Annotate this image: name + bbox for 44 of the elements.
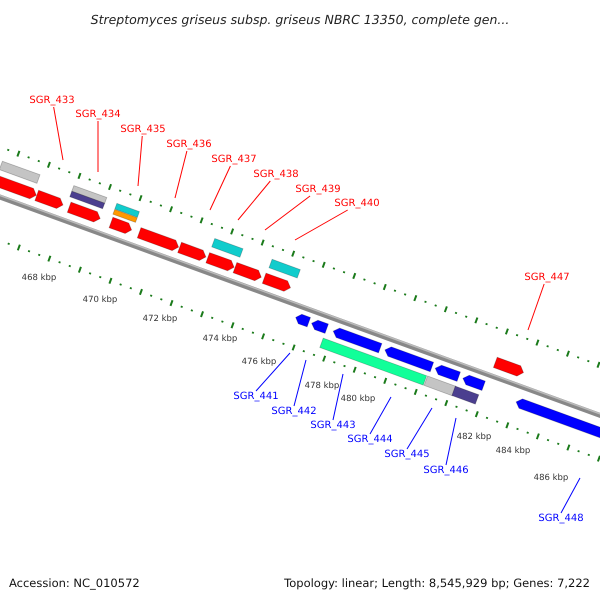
scale-label: 480 kbp [340, 394, 376, 404]
scale-label: 472 kbp [142, 314, 178, 324]
gene-label: SGR_446 [423, 466, 469, 476]
gene-label: SGR_443 [310, 421, 356, 431]
leader-line [446, 418, 456, 466]
leader-line [238, 180, 271, 220]
gene-label: SGR_439 [295, 185, 341, 195]
gene-label: SGR_445 [384, 450, 430, 460]
leader-line [264, 196, 311, 230]
footer-text: Topology: linear; Length: 8,545,929 bp; Genes: 7,222 [284, 576, 590, 590]
leader-line [256, 352, 290, 392]
gene-label: SGR_447 [524, 273, 570, 283]
leader-line [210, 166, 231, 210]
footer-text: Accession: NC_010572 [9, 576, 140, 590]
leader-line [294, 360, 306, 406]
title: Streptomyces griseus subsp. griseus NBRC 13350, complete gen... [90, 12, 510, 27]
gene-label: SGR_435 [120, 125, 166, 135]
gene-label: SGR_442 [271, 407, 317, 417]
leader-line [138, 136, 143, 186]
gene-label: SGR_438 [253, 170, 299, 180]
gene-label: SGR_448 [538, 514, 584, 524]
scale-label: 486 kbp [534, 474, 568, 482]
leader-line [53, 106, 64, 160]
scale-label: 474 kbp [202, 334, 238, 344]
gene-label: SGR_434 [75, 110, 121, 120]
gene-label: SGR_433 [29, 96, 75, 106]
leader-line [174, 150, 188, 198]
scale-label: 470 kbp [82, 296, 118, 304]
leader-line [560, 478, 580, 514]
gene-label: SGR_441 [233, 392, 279, 402]
gene-label: SGR_444 [347, 435, 393, 445]
scale-label: 484 kbp [496, 446, 530, 456]
gene-label: SGR_437 [211, 155, 257, 165]
scale-label: 468 kbp [22, 274, 56, 282]
gene-label: SGR_436 [166, 140, 212, 150]
scale-label: 478 kbp [304, 382, 340, 390]
scale-label: 476 kbp [242, 358, 276, 366]
leader-line [332, 374, 344, 420]
scale-label: 482 kbp [456, 432, 492, 442]
leader-line [406, 408, 432, 450]
gene-label: SGR_440 [334, 199, 380, 209]
leader-line [528, 284, 545, 330]
leader-line [370, 396, 392, 434]
leader-line [294, 210, 348, 240]
